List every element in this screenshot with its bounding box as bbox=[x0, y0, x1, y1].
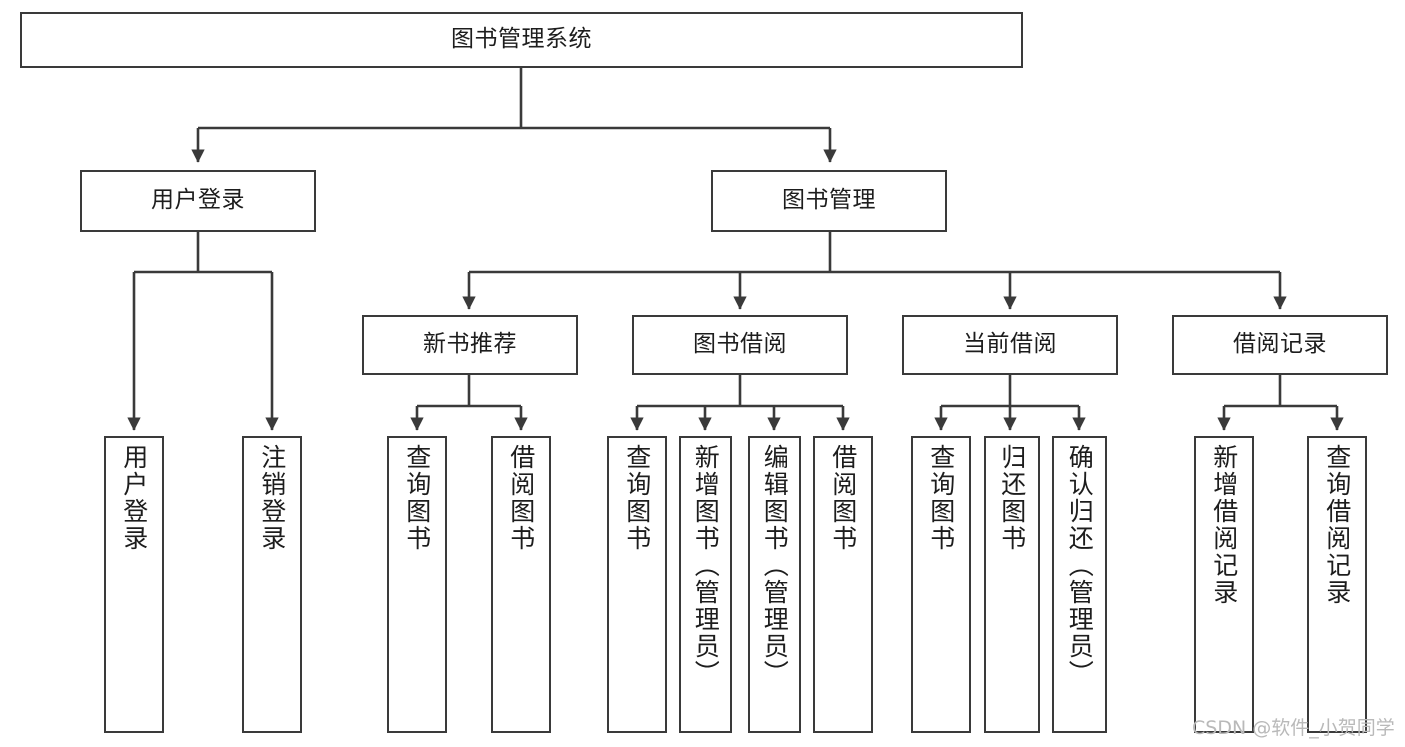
node-label: 确认归还（管理员） bbox=[1065, 444, 1095, 687]
node-label: 借阅图书 bbox=[506, 444, 536, 552]
node-label: 用户登录 bbox=[151, 187, 245, 214]
node-leaf-query-book-recommend[interactable]: 查询图书 bbox=[387, 436, 447, 733]
node-label: 当前借阅 bbox=[963, 331, 1057, 358]
node-label: 查询图书 bbox=[402, 444, 432, 552]
node-leaf-query-book-borrow[interactable]: 查询图书 bbox=[607, 436, 667, 733]
node-leaf-add-book-admin[interactable]: 新增图书（管理员） bbox=[679, 436, 732, 733]
node-borrow-record[interactable]: 借阅记录 bbox=[1172, 315, 1388, 375]
node-label: 查询图书 bbox=[926, 444, 956, 552]
watermark-csdn: CSDN @软件_小贺同学 bbox=[1192, 717, 1395, 739]
node-leaf-query-borrow-record[interactable]: 查询借阅记录 bbox=[1307, 436, 1367, 733]
node-leaf-add-borrow-record[interactable]: 新增借阅记录 bbox=[1194, 436, 1254, 733]
node-label: 新增借阅记录 bbox=[1209, 444, 1239, 606]
node-label: 用户登录 bbox=[119, 444, 149, 552]
node-label: 归还图书 bbox=[997, 444, 1027, 552]
node-label: 查询借阅记录 bbox=[1322, 444, 1352, 606]
node-book-borrow[interactable]: 图书借阅 bbox=[632, 315, 848, 375]
node-leaf-logout[interactable]: 注销登录 bbox=[242, 436, 302, 733]
node-leaf-query-book-current[interactable]: 查询图书 bbox=[911, 436, 971, 733]
node-leaf-borrow-book[interactable]: 借阅图书 bbox=[813, 436, 873, 733]
node-leaf-user-login[interactable]: 用户登录 bbox=[104, 436, 164, 733]
node-leaf-borrow-book-recommend[interactable]: 借阅图书 bbox=[491, 436, 551, 733]
node-label: 新书推荐 bbox=[423, 331, 517, 358]
node-label: 查询图书 bbox=[622, 444, 652, 552]
node-leaf-edit-book-admin[interactable]: 编辑图书（管理员） bbox=[748, 436, 801, 733]
node-label: 图书借阅 bbox=[693, 331, 787, 358]
node-leaf-confirm-return-admin[interactable]: 确认归还（管理员） bbox=[1052, 436, 1107, 733]
node-leaf-return-book[interactable]: 归还图书 bbox=[984, 436, 1040, 733]
node-label: 借阅图书 bbox=[828, 444, 858, 552]
node-root-book-management-system[interactable]: 图书管理系统 bbox=[20, 12, 1023, 68]
node-new-book-recommend[interactable]: 新书推荐 bbox=[362, 315, 578, 375]
node-user-login[interactable]: 用户登录 bbox=[80, 170, 316, 232]
node-label: 借阅记录 bbox=[1233, 331, 1327, 358]
node-label: 注销登录 bbox=[257, 444, 287, 552]
node-current-borrow[interactable]: 当前借阅 bbox=[902, 315, 1118, 375]
node-label: 图书管理系统 bbox=[451, 26, 592, 53]
node-book-management[interactable]: 图书管理 bbox=[711, 170, 947, 232]
node-label: 图书管理 bbox=[782, 187, 876, 214]
node-label: 新增图书（管理员） bbox=[691, 444, 721, 687]
node-label: 编辑图书（管理员） bbox=[760, 444, 790, 687]
